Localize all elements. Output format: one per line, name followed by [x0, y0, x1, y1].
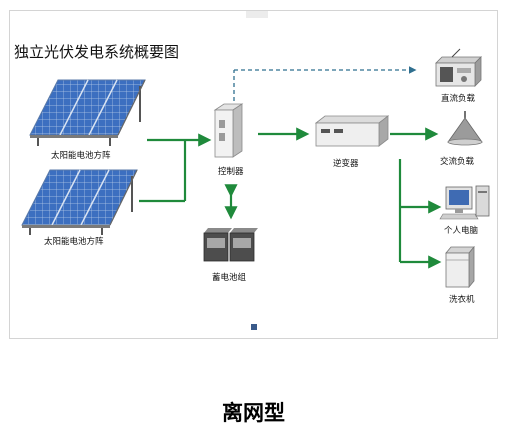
- bottom-marker: [251, 324, 257, 330]
- solar-array-icon: [21, 169, 138, 235]
- caption: 离网型: [222, 401, 285, 425]
- solar-to-controller-arrows: [139, 133, 212, 203]
- diagram-title: 独立光伏发电系统概要图: [14, 43, 180, 61]
- solar-array-label: 太阳能电池方阵: [44, 237, 104, 247]
- pc-label: 个人电脑: [444, 226, 479, 236]
- controller-dc-load-dashed-arrow: [233, 66, 417, 101]
- solar-array-icon: [29, 79, 146, 146]
- controller-icon: [213, 103, 244, 158]
- ac-load-label: 交流负载: [440, 157, 475, 167]
- washer-label: 洗衣机: [449, 295, 475, 305]
- radio-icon: [435, 48, 482, 87]
- computer-icon: [439, 185, 490, 220]
- lamp-icon: [447, 111, 483, 146]
- battery-label: 蓄电池组: [212, 273, 247, 283]
- battery-icon: [203, 228, 258, 262]
- inverter-icon: [314, 115, 390, 147]
- controller-label: 控制器: [218, 167, 244, 177]
- washing-machine-icon: [445, 245, 475, 289]
- top-marker: [246, 11, 268, 18]
- inverter-to-loads-arrows: [390, 127, 442, 269]
- dc-load-label: 直流负载: [441, 94, 476, 104]
- inverter-label: 逆变器: [333, 159, 359, 169]
- solar-array-label: 太阳能电池方阵: [51, 151, 111, 161]
